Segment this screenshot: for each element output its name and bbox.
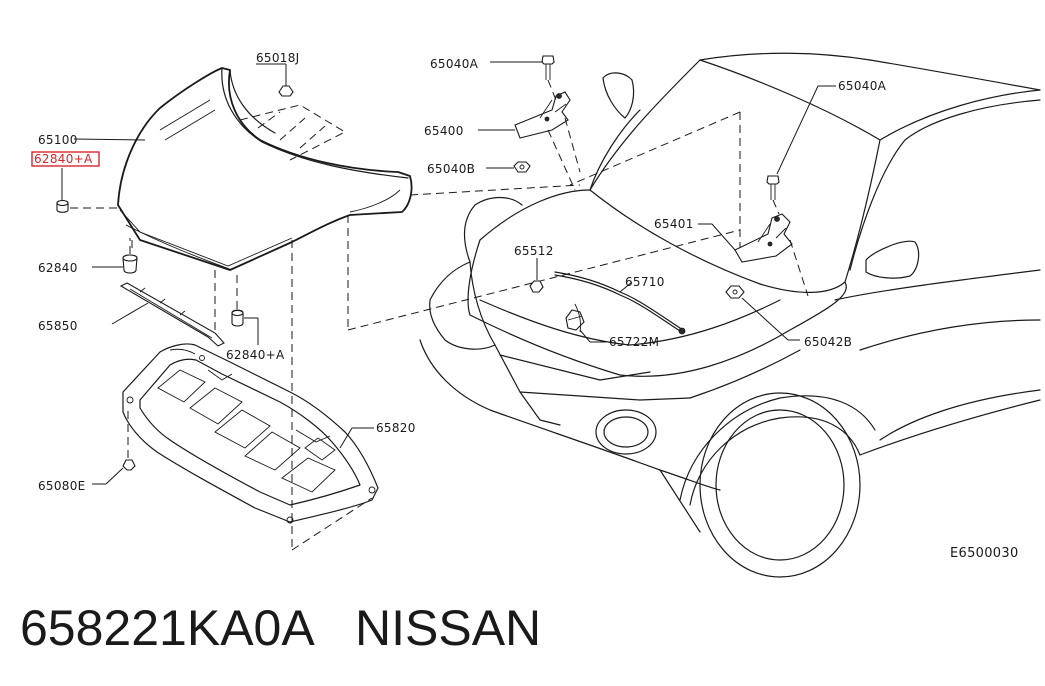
- connector-lines: [131, 111, 741, 551]
- label-65018j: 65018J: [256, 51, 300, 65]
- bolt-65040a-right[interactable]: [766, 85, 836, 215]
- label-65710: 65710: [625, 275, 665, 289]
- hood-hinge-right-65401[interactable]: [698, 213, 809, 297]
- label-62840a-low: 62840+A: [226, 348, 285, 362]
- bolt-65040a-top[interactable]: [490, 55, 557, 101]
- hood-insulator-65820[interactable]: [122, 343, 379, 524]
- clip-65722m[interactable]: [565, 303, 606, 343]
- label-65401: 65401: [654, 217, 694, 231]
- hood-panel[interactable]: [117, 67, 413, 271]
- label-65400: 65400: [424, 124, 464, 138]
- callout-labels: 65018J 65040A 65040A 65100 62840+A 65400…: [31, 51, 1019, 561]
- label-65080e: 65080E: [38, 479, 86, 493]
- hood-hinge-left-65400[interactable]: [478, 91, 581, 191]
- label-65040a-top: 65040A: [430, 57, 479, 71]
- label-62840: 62840: [38, 261, 78, 275]
- nut-65040b[interactable]: [486, 161, 531, 173]
- label-62840a-highlighted: 62840+A: [34, 152, 93, 166]
- nut-65042b[interactable]: [725, 285, 800, 341]
- label-65040b: 65040B: [427, 162, 475, 176]
- label-65100: 65100: [38, 133, 78, 147]
- brand-name: NISSAN: [355, 600, 542, 656]
- label-65722m: 65722M: [609, 335, 659, 349]
- clip-65512[interactable]: [529, 258, 544, 293]
- hood-stopper-62840[interactable]: [92, 238, 138, 274]
- clip-65080e[interactable]: [92, 408, 136, 485]
- car-body: [419, 52, 1041, 578]
- clip-65018j[interactable]: [256, 63, 294, 97]
- hood-bumper-62840a-top[interactable]: [56, 168, 118, 213]
- hood-bumper-62840a-low[interactable]: [231, 270, 259, 345]
- label-65512: 65512: [514, 244, 554, 258]
- part-number: 658221KA0A: [20, 600, 315, 656]
- highlight-box-62840a: [31, 151, 100, 167]
- label-65042b: 65042B: [804, 335, 852, 349]
- label-65850: 65850: [38, 319, 78, 333]
- label-65040a-right: 65040A: [838, 79, 887, 93]
- label-65820: 65820: [376, 421, 416, 435]
- figure-code: E6500030: [950, 546, 1019, 561]
- cable-65710[interactable]: [554, 271, 686, 335]
- seal-65850[interactable]: [111, 282, 225, 347]
